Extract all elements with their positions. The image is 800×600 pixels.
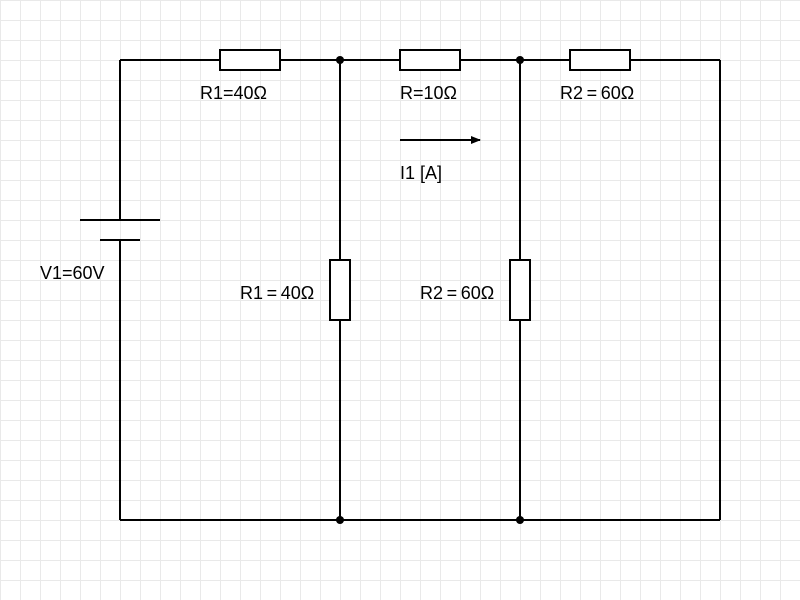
label-resistor-top-middle: R=10Ω [400, 83, 457, 103]
junction-bottom-right [516, 516, 524, 524]
label-battery: V1=60V [40, 263, 105, 283]
junction-top-left [336, 56, 344, 64]
label-resistor-vertical-left: R1 = 40Ω [240, 283, 314, 303]
resistor-top-left [219, 49, 281, 71]
resistor-top-middle [399, 49, 461, 71]
junction-top-right [516, 56, 524, 64]
label-resistor-top-left: R1=40Ω [200, 83, 267, 103]
resistor-vertical-right [509, 259, 531, 321]
label-resistor-vertical-right: R2 = 60Ω [420, 283, 494, 303]
label-current: I1 [A] [400, 163, 442, 183]
resistor-top-right [569, 49, 631, 71]
resistor-vertical-left [329, 259, 351, 321]
label-resistor-top-right: R2 = 60Ω [560, 83, 634, 103]
junction-bottom-left [336, 516, 344, 524]
